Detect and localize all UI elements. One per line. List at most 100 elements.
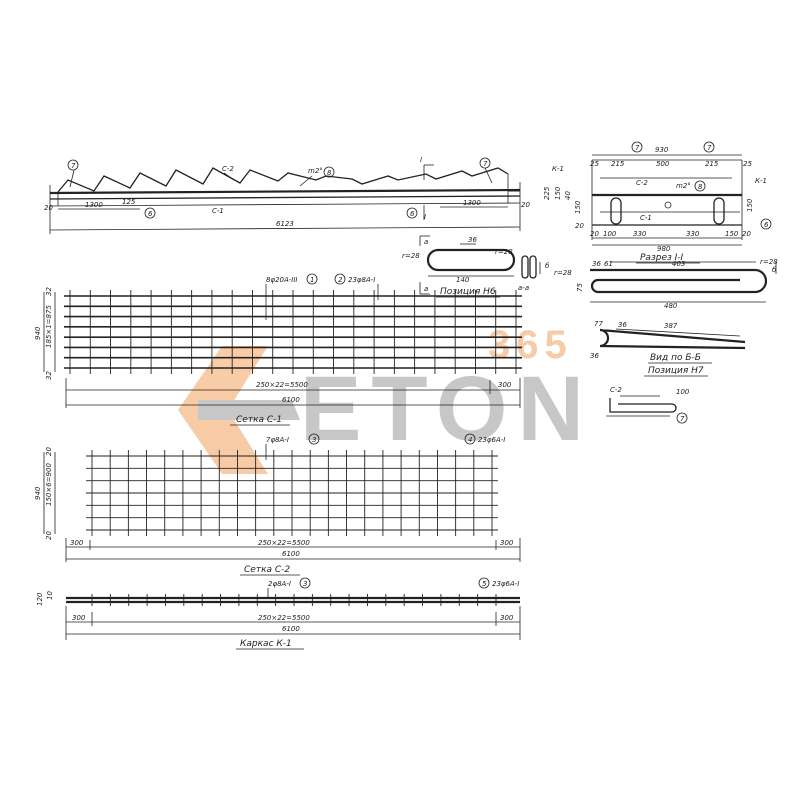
section-1-bottom-dim-1: 20 [590,230,599,238]
mesh-c1-pos-long: 1 [310,276,314,284]
section-1-title: Разрез I-I [640,253,684,263]
view-bb-detail-c2: С-2 [610,386,622,394]
mesh-c1-grid [64,290,522,374]
mesh-c2-pos-long: 3 [312,436,316,444]
position-n6-r-right: r=28 [495,248,513,256]
section-1-right-dim: 150 [746,198,754,212]
frame-k1-end-right: 300 [500,614,514,622]
elevation-marker-angle: m2° [308,167,323,175]
mesh-c2-height-breakdown: 150×6=900 [45,463,53,506]
position-n7-b-left: б [545,262,550,270]
section-1-bottom-dim-5: 150 [725,230,739,238]
mesh-c1-spacing: 250×22=5500 [256,381,308,389]
frame-k1-rebar-cross: 23φ6А-I [492,580,519,588]
elevation-pos6-left: 6 [148,210,153,218]
section-1-k1-right: К-1 [755,177,767,185]
frame-k1-spacing: 250×22=5500 [258,614,310,622]
position-n7-dim-36: 36 [592,260,601,268]
position-n6-sec-label: а-а [518,284,529,292]
position-n7-dim-403: 403 [672,260,685,268]
watermark-number: 365 [488,323,573,367]
elevation-view: 7 С-2 m2° 8 I 7 125 6 С-1 6 I 20 20 [44,156,530,234]
mesh-c2-title: Сетка С-2 [244,565,290,575]
mesh-c1-rebar-cross: 23φ8А-I [348,276,375,284]
section-1-sub-dim-3: 500 [656,160,670,168]
section-1-pos7-b: 7 [707,144,712,152]
frame-k1: 2φ8А-I 3 5 23φ6А-I 120 10 300 250×22=550… [36,577,521,650]
section-1-c2: С-2 [636,179,648,187]
view-bb-dim-36a: 36 [618,321,627,329]
section-1-left-dim-2: 150 [554,186,562,200]
elevation-section-mark-bottom: I [424,213,426,221]
section-1-bottom-dim-6: 20 [742,230,751,238]
mesh-c1-height: 940 [34,326,42,340]
frame-k1-height: 120 [36,592,44,606]
section-1-left-dim-3: 40 [564,191,572,200]
elevation-zigzag-bars [57,167,509,193]
position-n6-sec-a-bottom: а [424,285,428,293]
position-n7-dim-61: 61 [604,260,613,268]
frame-k1-total: 6100 [282,625,300,633]
mesh-c1-end-right: 300 [498,381,512,389]
mesh-c1-edge-bottom: 32 [45,371,53,380]
section-1-total-bottom: 980 [657,245,671,253]
frame-k1-pos-long: 3 [303,580,307,588]
section-1-left-dim-1: 225 [543,186,551,200]
section-1-sub-dim-5: 25 [743,160,752,168]
section-1-sub-dim-2: 215 [611,160,625,168]
elevation-dim-step: 125 [122,198,136,206]
mesh-c2-rebar-long: 7φ8А-I [266,436,289,444]
view-bb-pos7: 7 [680,415,685,423]
section-1-bottom-dim-2: 100 [603,230,617,238]
section-1-bottom-dim-3: 330 [633,230,647,238]
position-n6-dim-36: 36 [468,236,477,244]
section-1-k1-left: К-1 [552,165,564,173]
frame-k1-pos-cross: 5 [482,580,487,588]
elevation-dim-1300-right: 1300 [463,199,481,207]
mesh-c1-edge-top: 32 [45,287,53,296]
mesh-c2-end-left: 300 [70,539,84,547]
position-n6-dim-140: 140 [456,276,470,284]
elevation-dim-1300-left: 1300 [85,201,103,209]
section-1-view: 930 25 215 500 215 25 7 7 К-1 К-1 С-2 m2… [543,141,772,264]
section-1-sub-dim-1: 25 [590,160,599,168]
position-n7-dim-480: 480 [664,302,678,310]
view-bb-dim-36b: 36 [590,352,599,360]
mesh-c1: 8φ20А-III 1 2 23φ8А-I 940 185×1=875 32 3… [34,273,522,426]
mesh-c2-pos-cross: 4 [468,436,472,444]
section-1-top-dim: 930 [655,146,669,154]
section-1-angle: m2° [676,182,691,190]
mesh-c2-edge-top: 20 [45,447,53,456]
section-1-bottom-dim-4: 330 [686,230,700,238]
position-n7-r-left: r=28 [554,269,572,277]
section-1-left-dim-5: 20 [575,222,584,230]
mesh-c2-spacing: 250×22=5500 [258,539,310,547]
frame-k1-end-left: 300 [72,614,86,622]
mesh-c2: 7φ8А-I 3 4 23φ6А-I 940 150×6=900 20 20 3… [34,433,521,576]
mesh-c2-edge-bottom: 20 [45,531,53,540]
position-n7-detail: б r=28 36 61 403 r=28 б 75 480 [539,258,778,310]
mesh-c1-rebar-long: 8φ20А-III [266,276,298,284]
section-1-sub-dim-4: 215 [705,160,719,168]
elevation-pos7-right: 7 [483,160,488,168]
elevation-dim-total: 6123 [276,220,294,228]
view-bb-dim-77: 77 [594,320,603,328]
position-n6-title: Позиция Н6 [440,287,496,297]
mesh-c2-grid [86,450,498,536]
section-1-left-dim-4: 150 [574,200,582,214]
section-1-pos8: 8 [698,183,703,191]
elevation-marker-c2: С-2 [222,165,234,173]
mesh-c1-pos-cross: 2 [338,276,343,284]
view-bb-detail: 77 36 387 36 Вид по Б-Б Позиция Н7 С-2 1… [590,320,746,424]
elevation-section-mark-top: I [420,156,422,164]
mesh-c1-title: Сетка С-1 [236,415,282,425]
elevation-pos6-right: 6 [410,210,415,218]
frame-k1-edge: 10 [46,591,54,600]
frame-k1-cross-bars [91,594,497,606]
section-1-pos6: 6 [764,221,769,229]
position-n6-r-left: r=28 [402,252,420,260]
position-n7-r-right: r=28 [760,258,778,266]
watermark-brand: ETON [300,358,594,460]
position-n7-b-right: б [772,266,777,274]
position-n7-dim-75: 75 [576,283,584,292]
